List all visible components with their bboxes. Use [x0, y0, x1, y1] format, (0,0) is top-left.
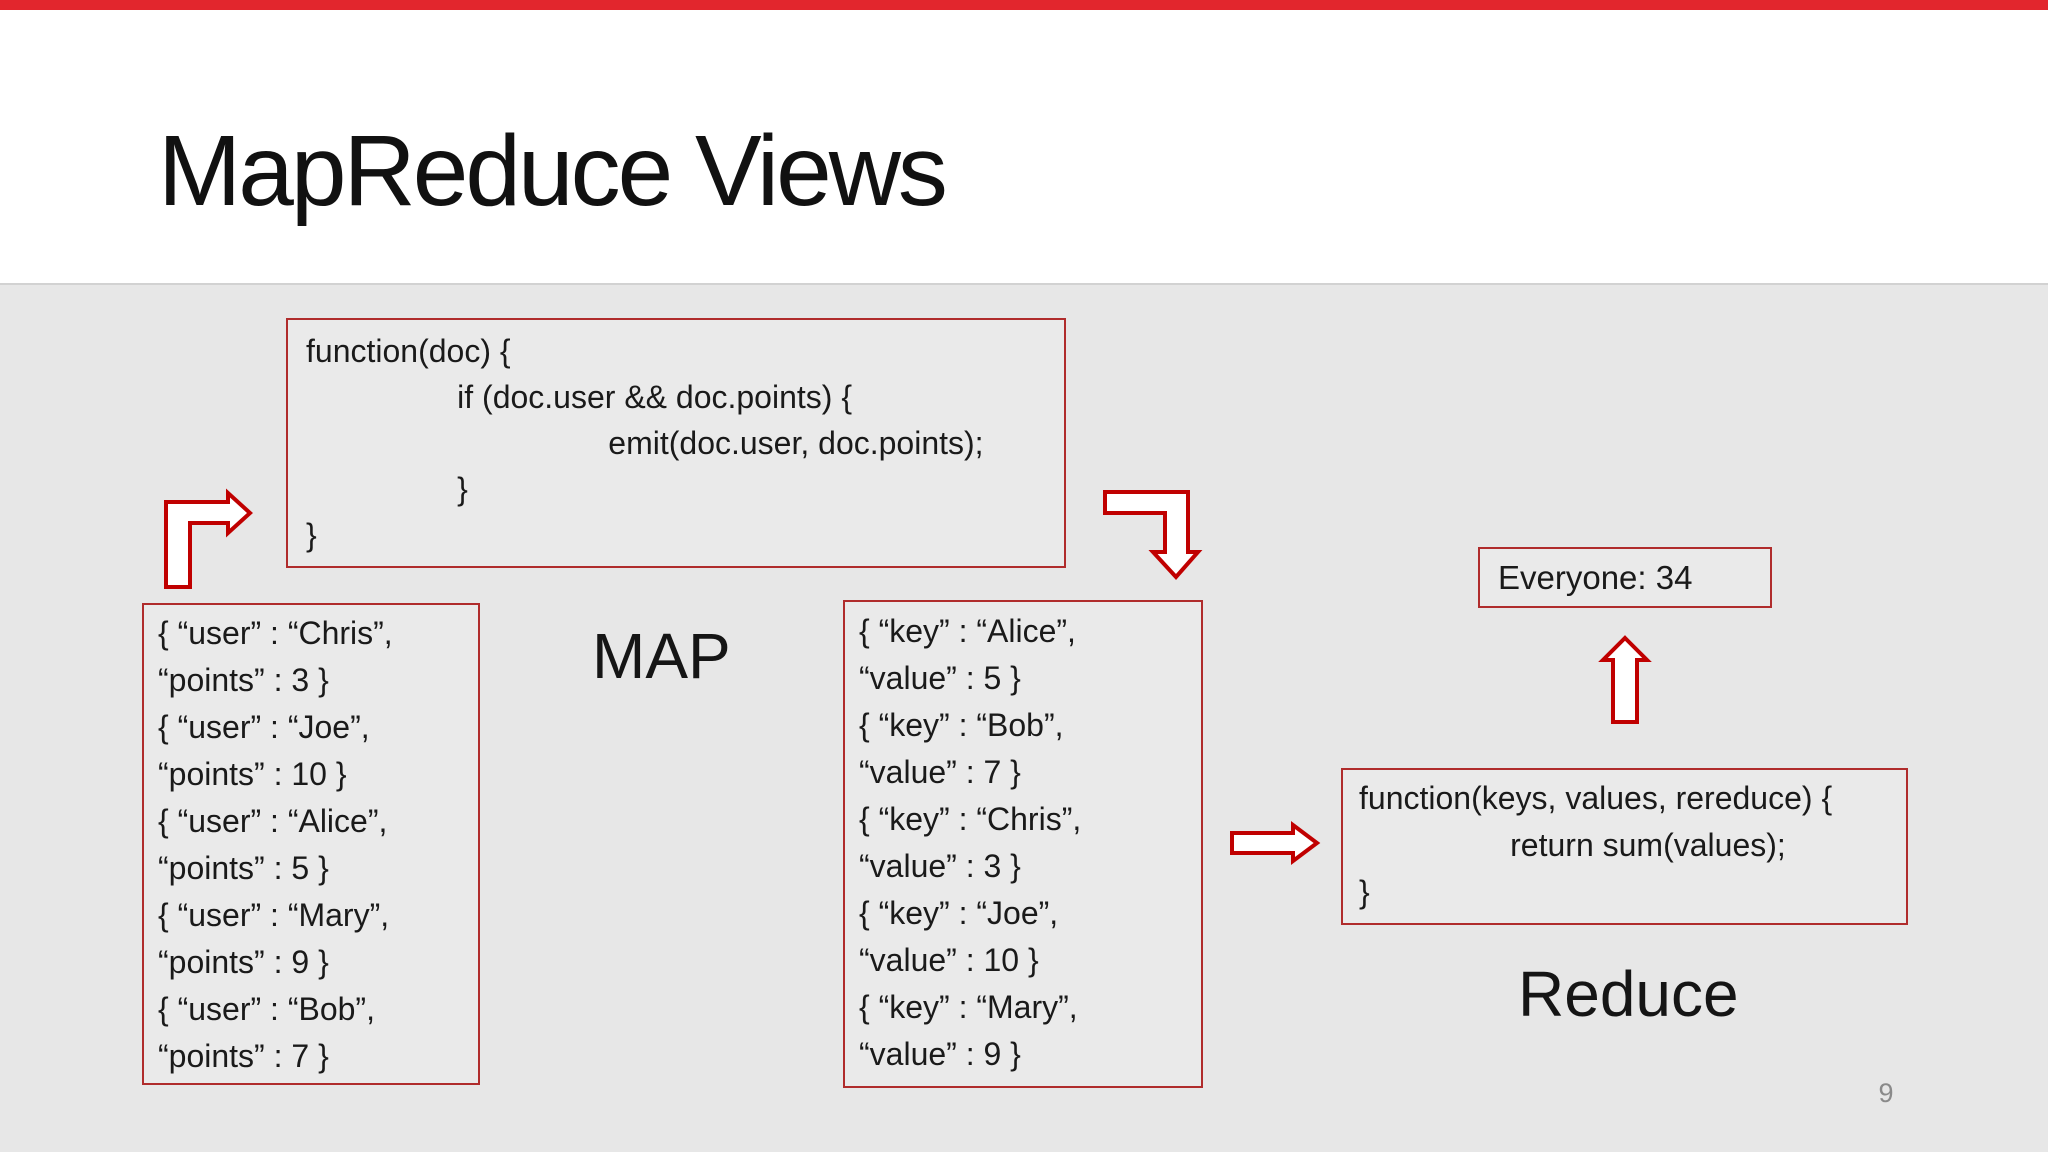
up-arrow-icon [1598, 635, 1652, 724]
data-line: “value” : 3 } [859, 848, 1021, 884]
code-line: function(keys, values, rereduce) { [1359, 780, 1833, 816]
data-line: “value” : 10 } [859, 942, 1039, 978]
data-line: { “user” : “Mary”, [158, 897, 390, 933]
data-line: { “user” : “Joe”, [158, 709, 370, 745]
data-line: { “key” : “Chris”, [859, 801, 1082, 837]
data-line: “points” : 9 } [158, 944, 329, 980]
reduce-function-box: function(keys, values, rereduce) { retur… [1341, 768, 1908, 925]
data-line: “points” : 10 } [158, 756, 347, 792]
data-line: “points” : 5 } [158, 850, 329, 886]
reduce-result-text: Everyone: 34 [1498, 558, 1693, 596]
data-line: “points” : 3 } [158, 662, 329, 698]
right-arrow-icon [1230, 821, 1321, 865]
data-line: { “user” : “Bob”, [158, 991, 375, 1027]
bent-arrow-up-right-icon [164, 488, 253, 589]
data-line: “value” : 5 } [859, 660, 1021, 696]
code-line: if (doc.user && doc.points) { [306, 379, 852, 415]
map-function-box: function(doc) { if (doc.user && doc.poin… [286, 318, 1066, 568]
data-line: { “key” : “Joe”, [859, 895, 1059, 931]
map-label: MAP [592, 620, 731, 692]
data-line: “value” : 9 } [859, 1036, 1021, 1072]
code-line: return sum(values); [1359, 827, 1786, 863]
reduce-label: Reduce [1518, 958, 1739, 1030]
data-line: { “key” : “Bob”, [859, 707, 1064, 743]
reduce-result-box: Everyone: 34 [1478, 547, 1772, 608]
data-line: { “key” : “Alice”, [859, 613, 1076, 649]
data-line: “points” : 7 } [158, 1038, 329, 1074]
slide-header: MapReduce Views [0, 10, 2048, 285]
code-line: function(doc) { [306, 333, 511, 369]
code-line: } [306, 517, 317, 553]
top-accent-bar [0, 0, 2048, 10]
data-line: { “key” : “Mary”, [859, 989, 1078, 1025]
data-line: “value” : 7 } [859, 754, 1021, 790]
code-line: emit(doc.user, doc.points); [306, 425, 984, 461]
page-number: 9 [1878, 1078, 1894, 1108]
code-line: } [306, 471, 468, 507]
bent-arrow-right-down-icon [1103, 490, 1203, 580]
data-line: { “user” : “Alice”, [158, 803, 388, 839]
slide-title: MapReduce Views [158, 115, 948, 227]
data-line: { “user” : “Chris”, [158, 615, 393, 651]
code-line: } [1359, 874, 1370, 910]
input-documents-box: { “user” : “Chris”, “points” : 3 } { “us… [142, 603, 480, 1085]
mapped-pairs-box: { “key” : “Alice”, “value” : 5 } { “key”… [843, 600, 1203, 1088]
